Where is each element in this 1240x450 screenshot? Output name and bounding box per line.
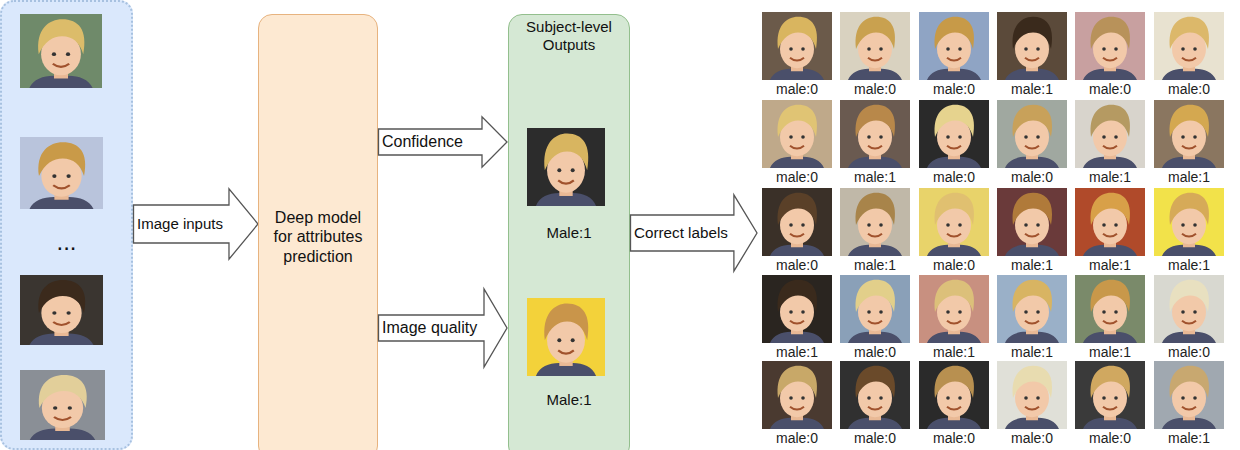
output-label: Male:1 <box>513 224 625 242</box>
face-label: male:1 <box>993 258 1071 273</box>
face-label: male:1 <box>836 170 914 185</box>
face-label: male:1 <box>758 345 836 360</box>
output-label: Male:1 <box>513 391 625 409</box>
face-label: male:1 <box>993 82 1071 97</box>
face-label: male:0 <box>915 431 993 446</box>
face-label: male:0 <box>758 170 836 185</box>
face-label: male:0 <box>1150 345 1228 360</box>
face-label: male:0 <box>915 258 993 273</box>
face-label: male:0 <box>836 82 914 97</box>
arrow-label: Image quality <box>382 318 477 337</box>
face-label: male:0 <box>915 82 993 97</box>
face-label: male:1 <box>1150 258 1228 273</box>
face-label: male:0 <box>836 431 914 446</box>
face-label: male:1 <box>1150 431 1228 446</box>
face-label: male:0 <box>758 431 836 446</box>
block-arrow: Confidence <box>378 116 508 168</box>
face-label: male:0 <box>1071 431 1149 446</box>
face-label: male:1 <box>993 345 1071 360</box>
face-label: male:0 <box>836 345 914 360</box>
face-label: male:0 <box>758 82 836 97</box>
output-box: Subject-level OutputsMale:1Male:1 <box>508 14 630 450</box>
block-arrow: Image inputs <box>133 188 259 260</box>
arrow-label: Image inputs <box>137 215 223 233</box>
face-label: male:1 <box>915 345 993 360</box>
face-label: male:0 <box>1150 82 1228 97</box>
box-title: Deep model for attributes prediction <box>265 208 371 266</box>
ellipsis-mark: ... <box>6 228 127 257</box>
face-label: male:1 <box>1071 345 1149 360</box>
face-label: male:0 <box>993 170 1071 185</box>
face-label: male:1 <box>1071 170 1149 185</box>
face-label: male:0 <box>993 431 1071 446</box>
block-arrow: Correct labels <box>630 194 758 272</box>
face-label: male:1 <box>1150 170 1228 185</box>
face-label: male:0 <box>1071 82 1149 97</box>
arrow-label: Confidence <box>382 132 463 151</box>
face-label: male:1 <box>1071 258 1149 273</box>
box-title: Subject-level Outputs <box>513 18 625 54</box>
arrow-label: Correct labels <box>634 224 728 242</box>
face-label: male:1 <box>836 258 914 273</box>
face-label: male:0 <box>915 170 993 185</box>
face-label: male:0 <box>758 258 836 273</box>
model-box: Deep model for attributes prediction <box>258 14 378 450</box>
block-arrow: Image quality <box>378 288 508 368</box>
